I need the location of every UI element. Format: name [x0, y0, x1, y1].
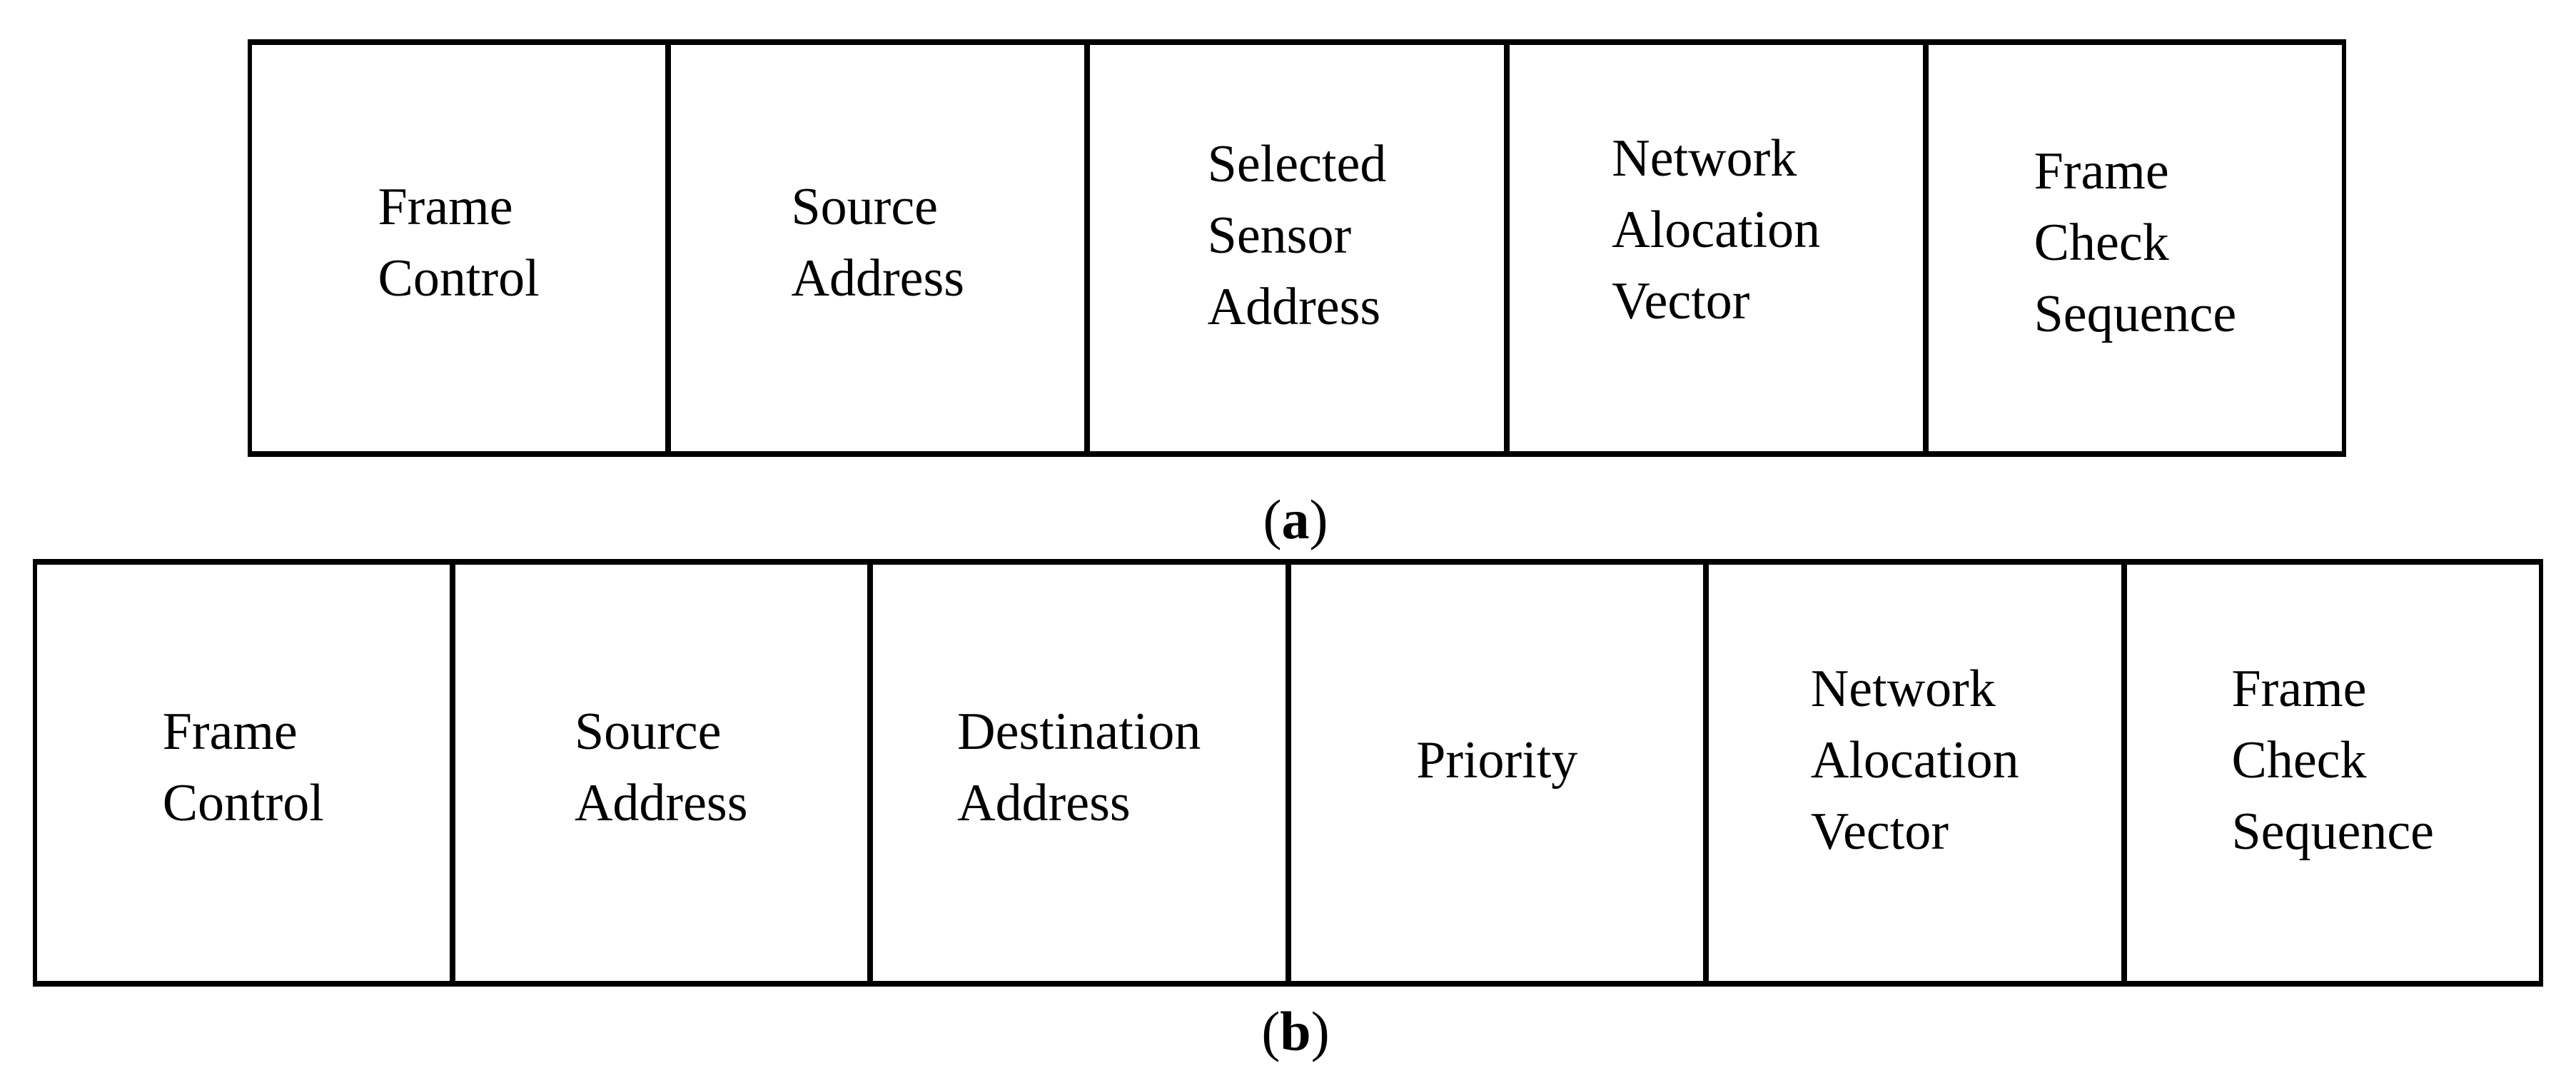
panel-b-caption-close-paren: ) [1310, 1000, 1330, 1062]
field-label-selected-sensor-address: Selected Sensor Address [1207, 134, 1387, 336]
field-cell-frame-check-sequence-b: Frame Check Sequence [2127, 565, 2540, 981]
frame-format-row-a: Frame Control Source Address Selected Se… [248, 39, 2346, 457]
panel-b-caption: (b) [1261, 999, 1329, 1064]
field-label-priority: Priority [1416, 730, 1578, 790]
panel-b-caption-letter: b [1280, 1000, 1311, 1062]
panel-a-caption-letter: a [1281, 488, 1310, 550]
field-label-network-alocation-vector-b: Network Alocation Vector [1810, 659, 2019, 861]
field-cell-destination-address: Destination Address [873, 565, 1291, 981]
panel-a-caption-close-paren: ) [1309, 488, 1328, 550]
field-label-source-address-a: Source Address [791, 177, 965, 308]
field-cell-frame-check-sequence-a: Frame Check Sequence [1929, 45, 2342, 451]
field-label-network-alocation-vector-a: Network Alocation Vector [1612, 129, 1821, 331]
field-cell-source-address-b: Source Address [455, 565, 873, 981]
field-cell-selected-sensor-address: Selected Sensor Address [1090, 45, 1510, 451]
field-label-frame-control-a: Frame Control [378, 177, 540, 308]
field-cell-frame-control-b: Frame Control [37, 565, 455, 981]
field-cell-source-address-a: Source Address [671, 45, 1091, 451]
field-cell-frame-control-a: Frame Control [252, 45, 672, 451]
field-cell-network-alocation-vector-b: Network Alocation Vector [1709, 565, 2127, 981]
field-label-source-address-b: Source Address [574, 702, 748, 832]
field-label-destination-address: Destination Address [957, 702, 1201, 832]
panel-a-caption-open-paren: ( [1263, 488, 1282, 550]
field-cell-network-alocation-vector-a: Network Alocation Vector [1510, 45, 1929, 451]
field-label-frame-control-b: Frame Control [162, 702, 324, 832]
panel-b-caption-open-paren: ( [1261, 1000, 1281, 1062]
frame-format-row-b: Frame Control Source Address Destination… [33, 559, 2543, 987]
field-label-frame-check-sequence-a: Frame Check Sequence [2034, 141, 2237, 343]
panel-a-caption: (a) [1263, 488, 1328, 552]
field-label-frame-check-sequence-b: Frame Check Sequence [2231, 659, 2435, 861]
field-cell-priority: Priority [1291, 565, 1709, 981]
